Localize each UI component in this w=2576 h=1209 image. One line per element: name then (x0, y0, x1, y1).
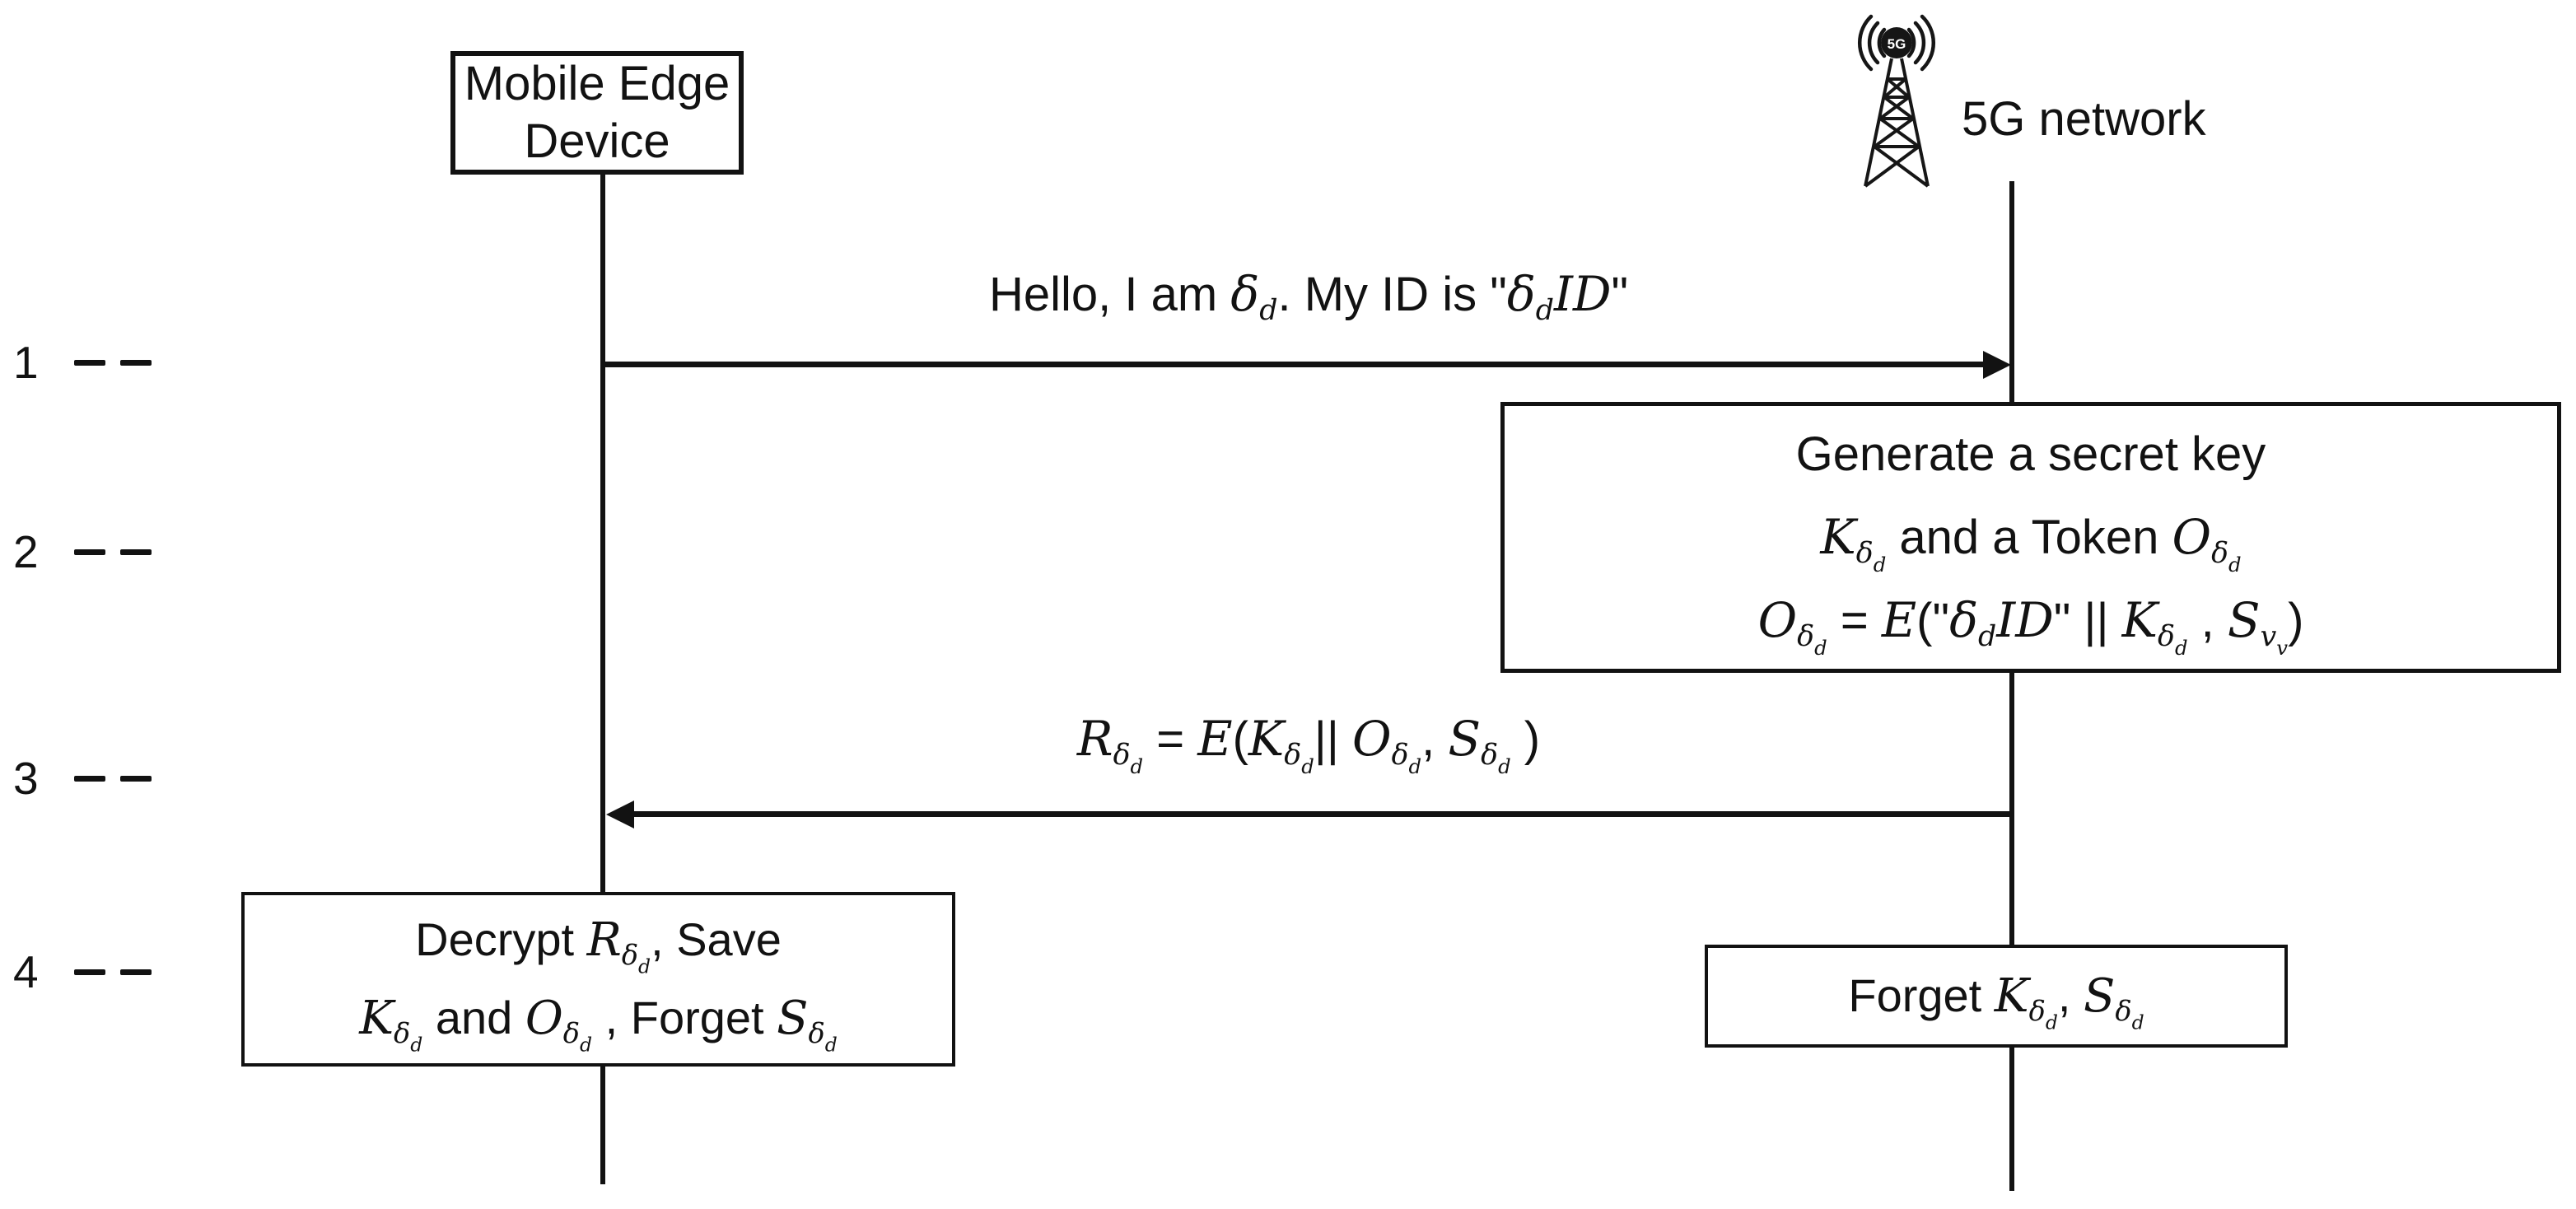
step-dashes (74, 775, 152, 782)
radio-wave-icon (1858, 14, 1874, 72)
dash-mark (120, 359, 152, 366)
decrypt-save-box: Decrypt Rδd, Save Kδd and Oδd , Forget S… (241, 892, 955, 1067)
step-marker-4: 4 (13, 949, 152, 995)
radio-wave-icon (1877, 27, 1887, 58)
step-number: 4 (13, 945, 39, 997)
dash-mark (74, 775, 105, 782)
step-number: 1 (13, 336, 39, 388)
forget-keys-box: Forget Kδd, Sδd (1705, 945, 2288, 1048)
generate-key-line: Kδd and a Token Oδd (1820, 508, 2242, 576)
tower-lattice (1864, 58, 1930, 188)
dash-mark (74, 359, 105, 366)
dash-mark (120, 775, 152, 782)
forget-keys-line: Forget Kδd, Sδd (1848, 969, 2144, 1034)
message-1-label: Hello, I am δd. My ID is "δdID" (988, 266, 1629, 328)
dash-mark (120, 969, 152, 975)
generate-key-line: Generate a secret key (1795, 427, 2266, 481)
actor-mobile-label: Mobile Edge Device (464, 57, 730, 168)
decrypt-save-line: Decrypt Rδd, Save (415, 913, 782, 978)
tower-badge-circle (1881, 27, 1912, 58)
generate-key-line: Oδd = E("δdID" || Kδd , Svv) (1757, 591, 2304, 660)
mobile-lifeline (600, 175, 605, 1184)
radio-wave-icon (1906, 27, 1916, 58)
step-dashes (74, 969, 152, 975)
message-1-arrow-line (605, 362, 1986, 367)
step-marker-2: 2 (13, 529, 152, 575)
radio-wave-icon (1920, 14, 1935, 72)
step-marker-1: 1 (13, 339, 152, 385)
message-1-arrowhead-icon (1983, 351, 2011, 379)
step-dashes (74, 359, 152, 366)
tower-badge-text: 5G (1888, 36, 1906, 52)
cell-tower-icon: 5G (1858, 14, 1935, 188)
dash-mark (74, 969, 105, 975)
step-number: 2 (13, 525, 39, 577)
step-marker-3: 3 (13, 755, 152, 801)
step-number: 3 (13, 752, 39, 804)
message-2-arrowhead-icon (606, 801, 634, 829)
step-dashes (74, 548, 152, 555)
network-lifeline (2009, 181, 2014, 1191)
message-2-arrow-line (631, 811, 2012, 817)
dash-mark (74, 548, 105, 555)
dash-mark (120, 548, 152, 555)
message-2-label: Rδd = E(Kδd|| Oδd, Sδd ) (1076, 711, 1541, 779)
radio-wave-icon (1867, 21, 1880, 65)
actor-network-label: 5G network (1962, 92, 2206, 146)
generate-key-box: Generate a secret key Kδd and a Token Oδ… (1500, 402, 2561, 673)
decrypt-save-line: Kδd and Oδd , Forget Sδd (359, 992, 838, 1057)
actor-mobile-edge-device-box: Mobile Edge Device (450, 51, 744, 175)
radio-wave-icon (1913, 21, 1926, 65)
